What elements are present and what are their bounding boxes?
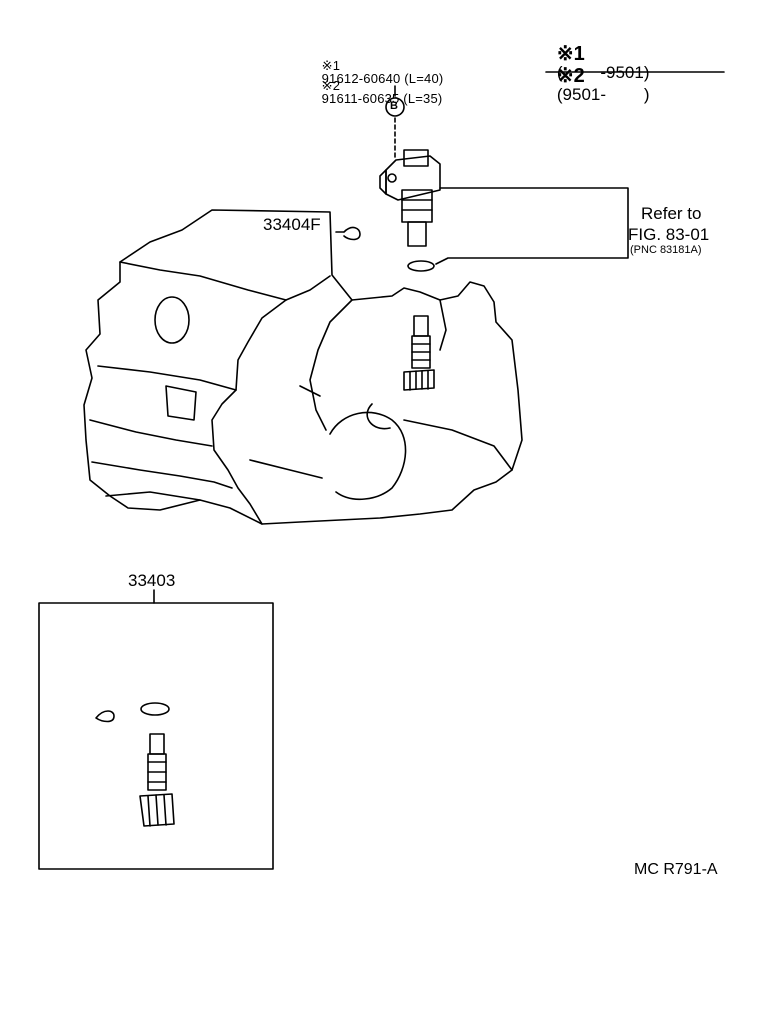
clip: [335, 226, 361, 241]
bolt-1-text: 91612-60640 (L=40): [321, 71, 444, 86]
kit-o-ring: [140, 702, 170, 716]
bolt-2-mark: ※2: [321, 78, 341, 93]
bolt-note-line-1: ※1 91612-60640 (L=40): [314, 46, 444, 86]
kit-box: [38, 602, 274, 870]
serial-1-range: ( -9501): [556, 63, 650, 82]
driven-gear-shaft: [403, 315, 435, 391]
refer-line-1: Refer to: [641, 204, 702, 223]
serial-2-range: (9501- ): [556, 85, 650, 104]
bolt-2-text: 91611-60635 (L=35): [321, 91, 443, 106]
bolt-note-line-2: ※2 91611-60635 (L=35): [314, 66, 443, 106]
refer-line-2: FIG. 83-01: [628, 225, 710, 244]
refer-bracket: [435, 187, 629, 265]
o-ring: [407, 260, 435, 272]
diagram-code: MC R791-A: [634, 861, 718, 878]
serial-row-2: ※2 (9501- ): [548, 50, 650, 104]
callout-letter: B: [390, 100, 398, 112]
serial-2-mark: ※2: [556, 65, 585, 87]
serial-1-mark: ※1: [556, 43, 585, 65]
kit-part-number: 33403: [128, 571, 176, 590]
bolt-1-mark: ※1: [321, 58, 341, 73]
callout-circle: [385, 97, 405, 117]
clip-part-number: 33404F: [263, 215, 321, 234]
refer-line-3: (PNC 83181A): [630, 244, 702, 256]
kit-clip: [95, 710, 115, 723]
transmission-housing: [83, 209, 523, 525]
serial-row-1: ※1 ( -9501): [548, 28, 650, 82]
kit-driven-gear: [139, 733, 175, 827]
speed-sensor: [379, 149, 441, 247]
